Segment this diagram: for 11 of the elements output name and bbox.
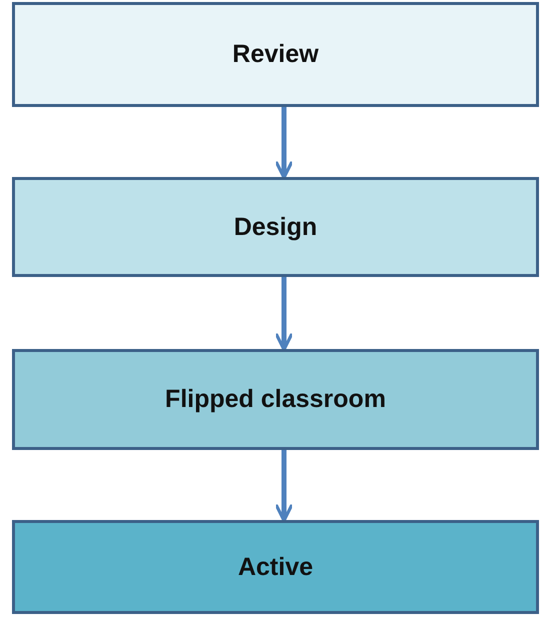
process-box bbox=[12, 349, 539, 450]
box-label: Flipped classroom bbox=[165, 385, 386, 414]
box-label: Design bbox=[234, 212, 318, 242]
box-label: Active bbox=[238, 552, 314, 582]
box-label: Review bbox=[232, 40, 319, 69]
process-box bbox=[12, 2, 539, 107]
arrow bbox=[274, 277, 294, 352]
arrow bbox=[274, 450, 294, 522]
arrow bbox=[274, 107, 294, 180]
process-box bbox=[12, 520, 539, 614]
process-box bbox=[12, 177, 539, 277]
